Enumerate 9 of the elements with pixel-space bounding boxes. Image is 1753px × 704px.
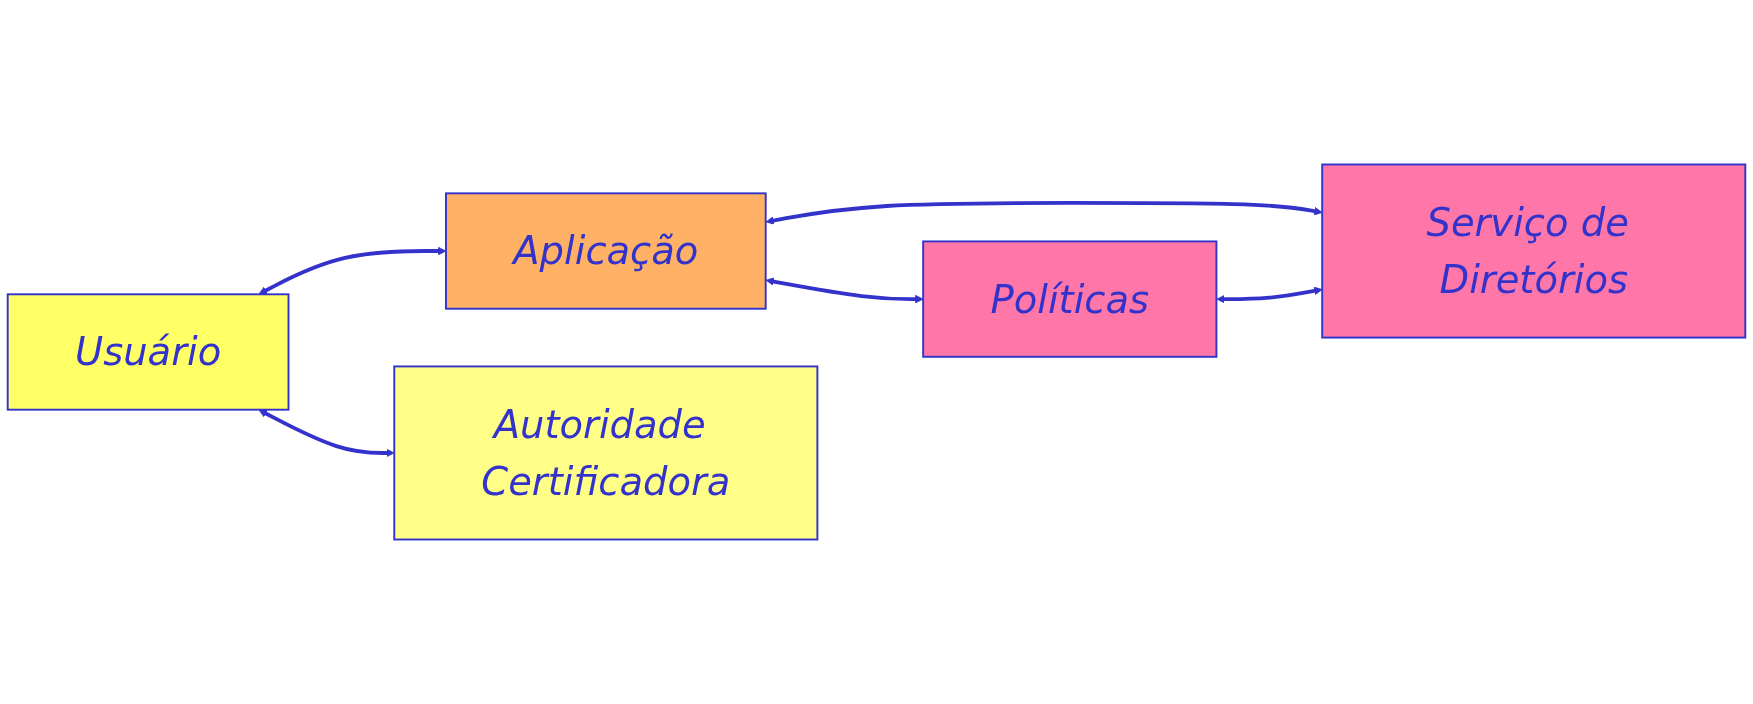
node-box: Serviço de Diretórios [1321,163,1747,339]
arrow [765,277,924,304]
node-box: Políticas [922,240,1218,358]
node-box: Usuário [6,293,290,411]
arrow [765,201,1323,225]
node-box: Autoridade Certificadora [393,365,819,541]
arrow [1216,286,1323,304]
arrow [258,409,395,458]
node-box: Aplicação [445,192,767,310]
